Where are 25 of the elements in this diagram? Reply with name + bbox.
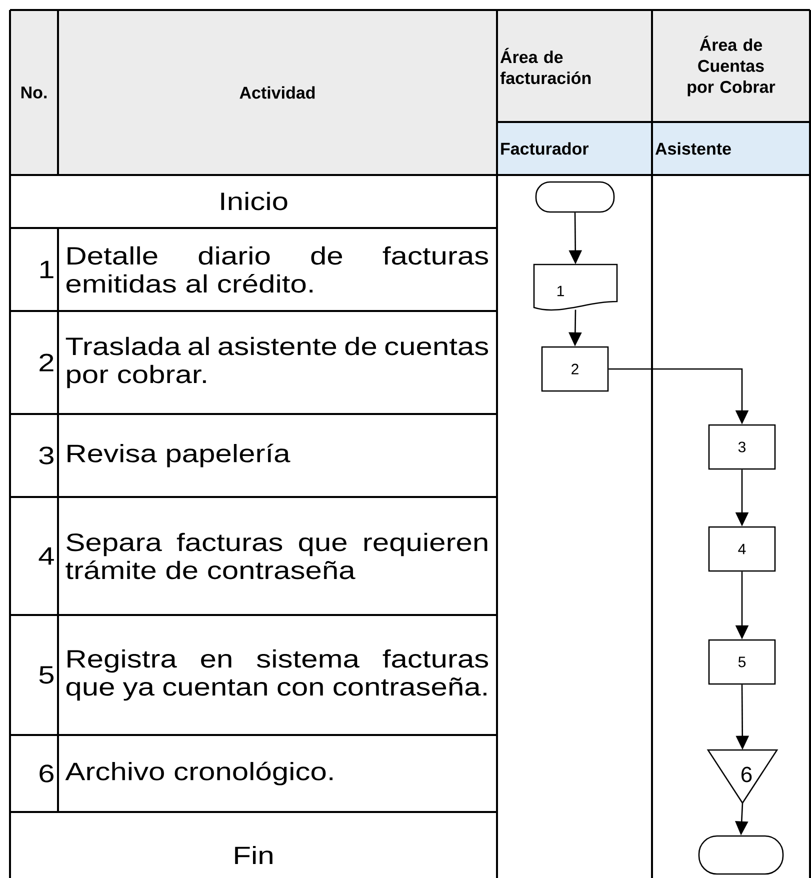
process-box: 2 — [541, 346, 609, 392]
header-cell: Asistente — [652, 122, 810, 175]
activity-text: Detalle diario de facturas emitidas al crédito. — [66, 246, 488, 293]
activity-text: Traslada al asistente de cuentas por cobrar. — [66, 336, 488, 388]
step-number: 3 — [39, 446, 54, 464]
header-cell: Facturador — [497, 122, 652, 175]
step-number: 1 — [40, 260, 54, 278]
terminal-shape — [698, 835, 784, 875]
process-box: 5 — [708, 639, 776, 685]
process-box: 4 — [708, 526, 776, 572]
end-label: Fin — [235, 846, 272, 864]
step-number: 6 — [40, 764, 54, 782]
activity-text: Registra en sistema facturas que ya cuentan con contraseña. — [66, 649, 488, 701]
step-number: 4 — [38, 547, 54, 565]
header-cell: Área de Cuentas por Cobrar — [652, 10, 810, 122]
header-cell: Área de facturación — [497, 10, 652, 122]
terminal-shape — [535, 181, 615, 213]
start-label: Inicio — [221, 192, 288, 210]
header-cell: No. — [10, 10, 58, 175]
activity-text: Archivo cronológico. — [65, 762, 333, 786]
step-number: 2 — [40, 354, 54, 372]
activity-text: Revisa papelería — [68, 444, 290, 468]
process-box: 3 — [708, 424, 776, 470]
activity-text: Separa facturas que requieren trámite de contraseña — [66, 532, 488, 580]
step-number: 5 — [39, 666, 54, 684]
